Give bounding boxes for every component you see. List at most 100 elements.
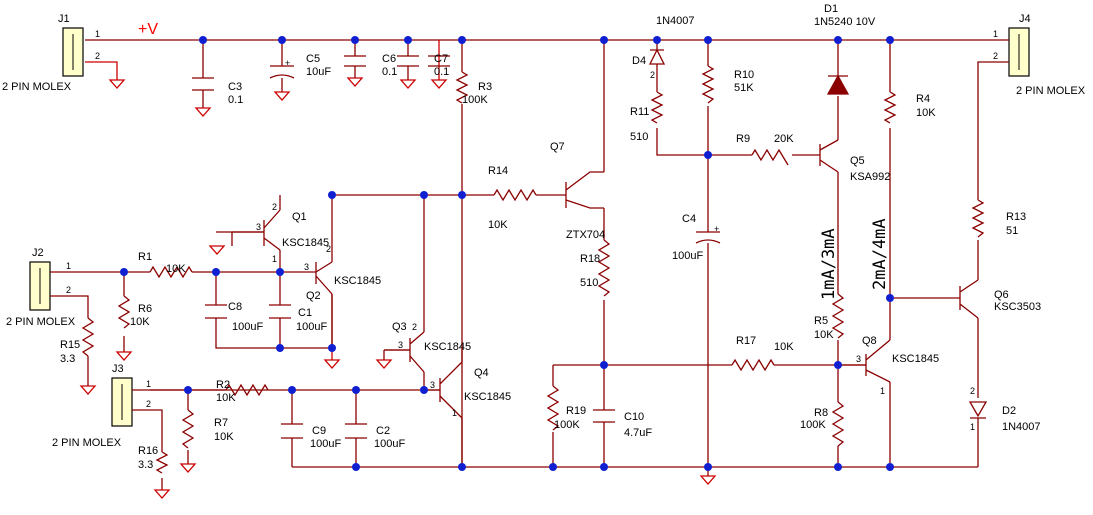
q2-pin3: 3 xyxy=(304,262,309,272)
c2-ref: C2 xyxy=(376,425,390,437)
q3-pin2: 2 xyxy=(412,322,417,332)
d4-pin2: 2 xyxy=(650,70,655,80)
ground-icon-main xyxy=(699,475,717,485)
resistor-r17 xyxy=(731,358,775,372)
capacitors xyxy=(192,55,721,439)
j4-desc: 2 PIN MOLEX xyxy=(1016,85,1086,97)
r18-value: 510 xyxy=(580,277,598,289)
c4-ref: C4 xyxy=(682,213,696,225)
q4-part: KSC1845 xyxy=(464,391,511,403)
r16-ref: R16 xyxy=(138,445,158,457)
r15-value: 3.3 xyxy=(60,353,75,365)
d2-pin1: 1 xyxy=(970,422,975,432)
c2-value: 100uF xyxy=(374,438,405,450)
q8-part: KSC1845 xyxy=(892,353,939,365)
capacitor-c10 xyxy=(593,409,615,423)
transistor-q1 xyxy=(232,209,281,251)
r19-value: 100K xyxy=(554,419,580,431)
capacitor-c3 xyxy=(192,77,214,91)
d1-ref: D1 xyxy=(824,3,838,15)
c1-value: 100uF xyxy=(296,321,327,333)
resistor-r16 xyxy=(155,451,169,474)
r13-ref: R13 xyxy=(1006,211,1026,223)
r4-ref: R4 xyxy=(916,93,930,105)
annotation-current-b: 2mA/4mA xyxy=(870,218,890,290)
j4-pin2: 2 xyxy=(993,51,998,61)
ground-symbols xyxy=(79,40,717,499)
connector-j3 xyxy=(111,377,150,427)
c10-value: 4.7uF xyxy=(624,427,652,439)
r17-ref: R17 xyxy=(736,335,756,347)
capacitor-c9 xyxy=(281,423,303,439)
capacitor-c7 xyxy=(428,55,450,67)
transistor-q4 xyxy=(424,361,463,419)
d4-ref: D4 xyxy=(632,55,646,67)
resistor-r7 xyxy=(181,409,195,449)
transistor-q6 xyxy=(959,279,979,319)
q3-ref: Q3 xyxy=(392,321,407,333)
ground-icon-c5 xyxy=(273,91,291,101)
j4-pin1: 1 xyxy=(993,29,998,39)
capacitor-c8 xyxy=(205,304,227,319)
r5-ref: R5 xyxy=(814,315,828,327)
d4-part: 1N4007 xyxy=(656,15,695,27)
r11-ref: R11 xyxy=(630,106,649,118)
r3-ref: R3 xyxy=(478,81,492,93)
resistor-r19 xyxy=(546,385,560,431)
q4-ref: Q4 xyxy=(474,367,489,379)
r10-ref: R10 xyxy=(734,69,754,81)
q2-part: KSC1845 xyxy=(334,275,381,287)
junction-dots xyxy=(120,36,894,471)
r2-value: 10K xyxy=(216,392,236,404)
capacitor-c6a xyxy=(344,55,366,67)
r11-value: 510 xyxy=(630,131,648,143)
transistor-q3 xyxy=(384,331,425,373)
r18-ref: R18 xyxy=(580,253,600,265)
capacitor-c4 xyxy=(695,231,721,244)
transistor-q8 xyxy=(838,339,891,383)
r17-value: 10K xyxy=(774,341,794,353)
resistor-r10 xyxy=(701,65,715,104)
resistor-r9 xyxy=(751,148,789,166)
r6-ref: R6 xyxy=(138,303,152,315)
c8-ref: C8 xyxy=(228,301,242,313)
resistors xyxy=(81,65,985,474)
ground-icon-r6 xyxy=(115,351,133,361)
r1-ref: R1 xyxy=(138,251,152,263)
r8-value: 100K xyxy=(800,419,826,431)
ground-icon-c1 xyxy=(323,359,341,369)
j3-pin2: 2 xyxy=(146,399,151,409)
d1-part: 1N5240 10V xyxy=(814,16,876,28)
transistor-q5 xyxy=(819,139,839,173)
r6-value: 10K xyxy=(130,316,150,328)
r8-ref: R8 xyxy=(814,407,828,419)
d2-pin2: 2 xyxy=(970,386,975,396)
r15-ref: R15 xyxy=(60,339,80,351)
q8-ref: Q8 xyxy=(862,335,877,347)
labels: +V J1 2 PIN MOLEX 1 2 J2 2 PIN MOLEX 1 2… xyxy=(2,3,1086,471)
c3-ref: C3 xyxy=(228,81,242,93)
c4-value: 100uF xyxy=(672,250,703,262)
q1-pin3: 3 xyxy=(256,222,261,232)
transistor-q2 xyxy=(315,261,333,295)
r3-value: 100K xyxy=(462,94,488,106)
r7-ref: R7 xyxy=(214,417,228,429)
r16-value: 3.3 xyxy=(138,459,153,471)
q6-ref: Q6 xyxy=(994,289,1009,301)
q7-ref: Q7 xyxy=(550,141,565,153)
d2-part: 1N4007 xyxy=(1002,421,1041,433)
j1-pin2: 2 xyxy=(95,51,100,61)
j4-ref: J4 xyxy=(1019,13,1031,25)
j3-ref: J3 xyxy=(112,363,124,375)
j3-desc: 2 PIN MOLEX xyxy=(52,437,122,449)
r1-value: 10K xyxy=(166,263,186,275)
ground-icon-c7 xyxy=(430,79,448,89)
resistor-r4 xyxy=(883,91,897,124)
c5-ref: C5 xyxy=(306,53,320,65)
q1-pin1: 1 xyxy=(272,254,277,264)
resistor-r14 xyxy=(493,188,537,202)
ground-icon-c3 xyxy=(194,107,212,117)
r7-value: 10K xyxy=(214,431,234,443)
q2-ref: Q2 xyxy=(306,290,321,302)
